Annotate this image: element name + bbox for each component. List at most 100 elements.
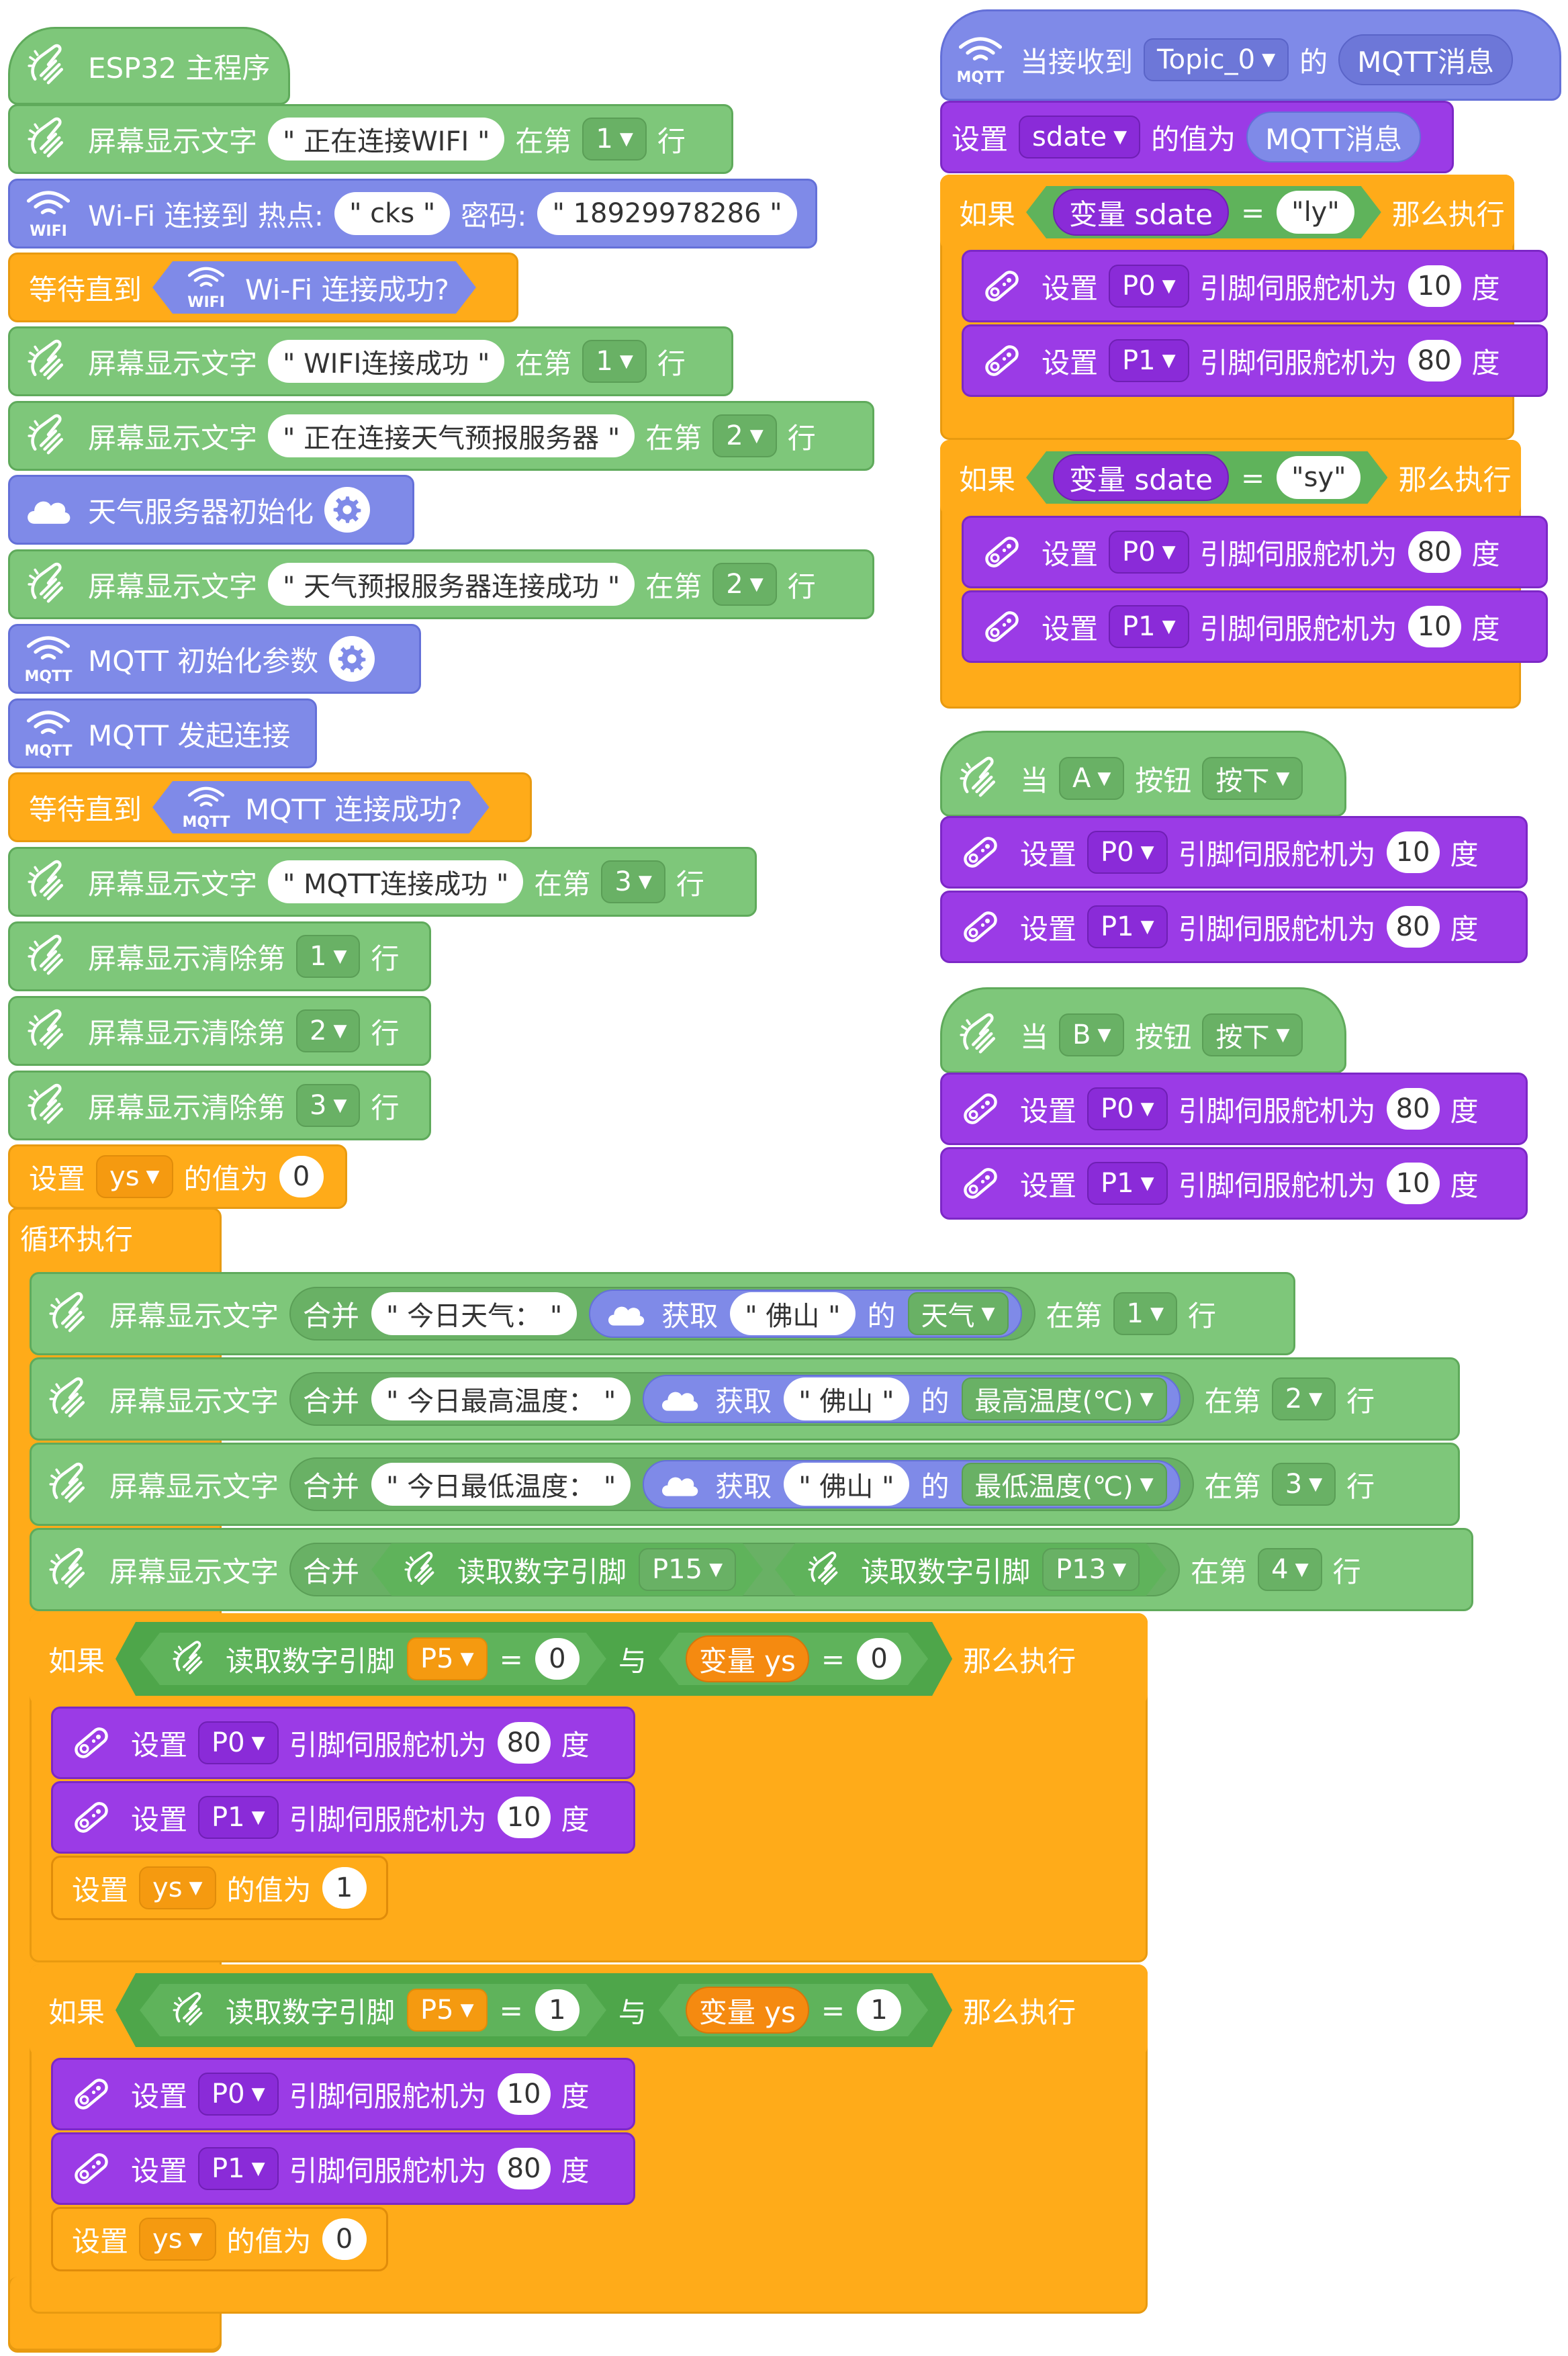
pin-dropdown[interactable]: P1▼ xyxy=(1109,605,1189,648)
pin-dropdown[interactable]: P0▼ xyxy=(198,2073,279,2116)
value-input[interactable]: 0 xyxy=(279,1156,324,1197)
angle-input[interactable]: 80 xyxy=(1386,906,1440,948)
action-dropdown[interactable]: 按下▼ xyxy=(1202,1013,1303,1056)
row-dropdown[interactable]: 2▼ xyxy=(712,563,777,606)
weather-field-dropdown[interactable]: 最低温度(℃)▼ xyxy=(961,1463,1167,1506)
mqtt-init-block[interactable]: MQTT MQTT 初始化参数 xyxy=(8,624,421,694)
text-input[interactable]: " 正在连接WIFI " xyxy=(268,118,505,161)
set-servo-block[interactable]: 设置 P0▼ 引脚伺服舵机为 10 度 xyxy=(940,816,1528,889)
pin-dropdown[interactable]: P15▼ xyxy=(639,1548,736,1591)
wifi-connect-block[interactable]: WIFI Wi-Fi 连接到 热点: " cks " 密码: " 1892997… xyxy=(8,179,817,248)
row-dropdown[interactable]: 2▼ xyxy=(712,414,777,457)
set-servo-block[interactable]: 设置 P1▼ 引脚伺服舵机为 80 度 xyxy=(940,891,1528,963)
pin-dropdown[interactable]: P0▼ xyxy=(1087,1087,1168,1130)
set-servo-block[interactable]: 设置 P0▼ 引脚伺服舵机为 80 度 xyxy=(962,516,1548,588)
value-input[interactable]: "ly" xyxy=(1277,191,1354,234)
wifi-connected-condition[interactable]: WIFI Wi-Fi 连接成功? xyxy=(152,261,476,314)
set-variable-ys-block[interactable]: 设置 ys▼ 的值为 0 xyxy=(8,1144,347,1209)
equals-condition[interactable]: 读取数字引脚 P5▼ = 1 xyxy=(140,1984,606,2036)
join-block[interactable]: 合并 " 今日最低温度： " 获取 " 佛山 " 的 最低温度(℃)▼ xyxy=(289,1457,1194,1511)
loop-screen-text-3[interactable]: 屏幕显示文字 合并 " 今日最低温度： " 获取 " 佛山 " 的 最低温度(℃… xyxy=(30,1443,1460,1526)
weather-field-dropdown[interactable]: 最高温度(℃)▼ xyxy=(961,1377,1167,1420)
row-dropdown[interactable]: 1▼ xyxy=(582,340,647,383)
value-input[interactable]: 0 xyxy=(535,1638,580,1680)
action-dropdown[interactable]: 按下▼ xyxy=(1202,757,1303,800)
wait-until-mqtt-block[interactable]: 等待直到 MQTT MQTT 连接成功? xyxy=(8,772,532,842)
pin-dropdown[interactable]: P1▼ xyxy=(1087,905,1168,948)
text-input[interactable]: " WIFI连接成功 " xyxy=(268,340,505,383)
text-input[interactable]: " 今日天气： " xyxy=(371,1292,578,1335)
pin-dropdown[interactable]: P0▼ xyxy=(1087,831,1168,874)
gear-icon[interactable] xyxy=(329,636,375,682)
pin-dropdown[interactable]: P1▼ xyxy=(198,2147,279,2190)
button-a-hat[interactable]: 当 A▼ 按钮 按下▼ xyxy=(940,731,1346,817)
loop-screen-text-1[interactable]: 屏幕显示文字 合并 " 今日天气： " 获取 " 佛山 " 的 天气▼ 在第 1… xyxy=(30,1272,1295,1355)
pin-dropdown[interactable]: P13▼ xyxy=(1042,1548,1140,1591)
row-dropdown[interactable]: 3▼ xyxy=(296,1084,361,1127)
loop-screen-text-4[interactable]: 屏幕显示文字 合并 读取数字引脚 P15▼ 读取数字引脚 P13▼ 在第 4▼ … xyxy=(30,1528,1473,1611)
mqtt-message-reporter[interactable]: MQTT消息 xyxy=(1246,111,1421,163)
read-digital-pin-block[interactable]: 读取数字引脚 P15▼ xyxy=(371,1543,763,1596)
angle-input[interactable]: 80 xyxy=(1386,1088,1440,1130)
row-dropdown[interactable]: 2▼ xyxy=(1271,1377,1336,1420)
variable-ys[interactable]: 变量 ys xyxy=(686,1987,809,2034)
variable-dropdown[interactable]: sdate▼ xyxy=(1019,116,1141,158)
angle-input[interactable]: 80 xyxy=(1408,340,1461,381)
text-input[interactable]: " MQTT连接成功 " xyxy=(268,860,524,903)
set-servo-block[interactable]: 设置 P0▼ 引脚伺服舵机为 80 度 xyxy=(940,1073,1528,1145)
screen-text-block-4[interactable]: 屏幕显示文字 " 天气预报服务器连接成功 " 在第 2▼ 行 xyxy=(8,549,874,619)
text-input[interactable]: " 天气预报服务器连接成功 " xyxy=(268,563,635,606)
value-input[interactable]: 1 xyxy=(535,1989,580,2031)
value-input[interactable]: 1 xyxy=(322,1867,367,1909)
set-sdate-block[interactable]: 设置 sdate▼ 的值为 MQTT消息 xyxy=(940,101,1454,173)
variable-ys[interactable]: 变量 ys xyxy=(686,1635,809,1682)
pin-dropdown[interactable]: P1▼ xyxy=(1109,339,1189,382)
pin-dropdown[interactable]: P5▼ xyxy=(407,1989,488,2032)
sdate-equals-condition[interactable]: 变量 sdate = "ly" xyxy=(1026,186,1381,238)
pin-dropdown[interactable]: P1▼ xyxy=(1087,1162,1168,1205)
city-input[interactable]: " 佛山 " xyxy=(784,1377,909,1420)
value-input[interactable]: 0 xyxy=(857,1638,901,1680)
weather-get-block[interactable]: 获取 " 佛山 " 的 天气▼ xyxy=(589,1289,1022,1338)
weather-get-block[interactable]: 获取 " 佛山 " 的 最高温度(℃)▼ xyxy=(643,1375,1181,1423)
button-b-hat[interactable]: 当 B▼ 按钮 按下▼ xyxy=(940,987,1346,1073)
angle-input[interactable]: 80 xyxy=(497,2148,551,2189)
read-digital-pin-block[interactable]: 读取数字引脚 P13▼ xyxy=(775,1543,1166,1596)
value-input[interactable]: 0 xyxy=(322,2218,367,2260)
join-block[interactable]: 合并 " 今日天气： " 获取 " 佛山 " 的 天气▼ xyxy=(289,1287,1035,1341)
row-dropdown[interactable]: 1▼ xyxy=(296,935,361,978)
set-servo-block[interactable]: 设置 P1▼ 引脚伺服舵机为 10 度 xyxy=(51,1781,635,1854)
text-input[interactable]: " 今日最低温度： " xyxy=(371,1463,631,1506)
topic-dropdown[interactable]: Topic_0▼ xyxy=(1144,38,1289,81)
pin-dropdown[interactable]: P0▼ xyxy=(198,1721,279,1764)
join-block[interactable]: 合并 读取数字引脚 P15▼ 读取数字引脚 P13▼ xyxy=(289,1543,1181,1596)
and-condition[interactable]: 读取数字引脚 P5▼ = 1 与 变量 ys = 1 xyxy=(116,1973,952,2047)
variable-sdate[interactable]: 变量 sdate xyxy=(1053,189,1229,236)
row-dropdown[interactable]: 1▼ xyxy=(1113,1292,1177,1335)
set-variable-ys-block[interactable]: 设置 ys▼ 的值为 1 xyxy=(51,1856,388,1920)
mqtt-message-reporter[interactable]: MQTT消息 xyxy=(1338,34,1513,85)
angle-input[interactable]: 80 xyxy=(497,1722,551,1764)
weather-get-block[interactable]: 获取 " 佛山 " 的 最低温度(℃)▼ xyxy=(643,1460,1181,1508)
main-program-hat[interactable]: ESP32 主程序 xyxy=(8,27,290,105)
city-input[interactable]: " 佛山 " xyxy=(784,1463,909,1506)
screen-text-block-1[interactable]: 屏幕显示文字 " 正在连接WIFI " 在第 1▼ 行 xyxy=(8,104,733,174)
screen-clear-block-1[interactable]: 屏幕显示清除第 1▼ 行 xyxy=(8,921,431,991)
equals-condition[interactable]: 读取数字引脚 P5▼ = 0 xyxy=(140,1633,606,1685)
join-block[interactable]: 合并 " 今日最高温度： " 获取 " 佛山 " 的 最高温度(℃)▼ xyxy=(289,1372,1194,1426)
row-dropdown[interactable]: 3▼ xyxy=(1271,1463,1336,1506)
wait-until-wifi-block[interactable]: 等待直到 WIFI Wi-Fi 连接成功? xyxy=(8,253,518,322)
weather-init-block[interactable]: 天气服务器初始化 xyxy=(8,475,414,545)
screen-text-block-3[interactable]: 屏幕显示文字 " 正在连接天气预报服务器 " 在第 2▼ 行 xyxy=(8,401,874,471)
screen-clear-block-3[interactable]: 屏幕显示清除第 3▼ 行 xyxy=(8,1071,431,1140)
value-input[interactable]: 1 xyxy=(857,1989,901,2031)
gear-icon[interactable] xyxy=(324,487,371,533)
set-variable-ys-block[interactable]: 设置 ys▼ 的值为 0 xyxy=(51,2207,388,2271)
pin-dropdown[interactable]: P5▼ xyxy=(407,1637,488,1680)
city-input[interactable]: " 佛山 " xyxy=(730,1292,856,1335)
variable-sdate[interactable]: 变量 sdate xyxy=(1053,454,1229,501)
set-servo-block[interactable]: 设置 P1▼ 引脚伺服舵机为 80 度 xyxy=(962,324,1548,397)
button-dropdown[interactable]: B▼ xyxy=(1059,1013,1125,1056)
row-dropdown[interactable]: 3▼ xyxy=(601,860,665,903)
sdate-equals-condition[interactable]: 变量 sdate = "sy" xyxy=(1026,451,1387,504)
